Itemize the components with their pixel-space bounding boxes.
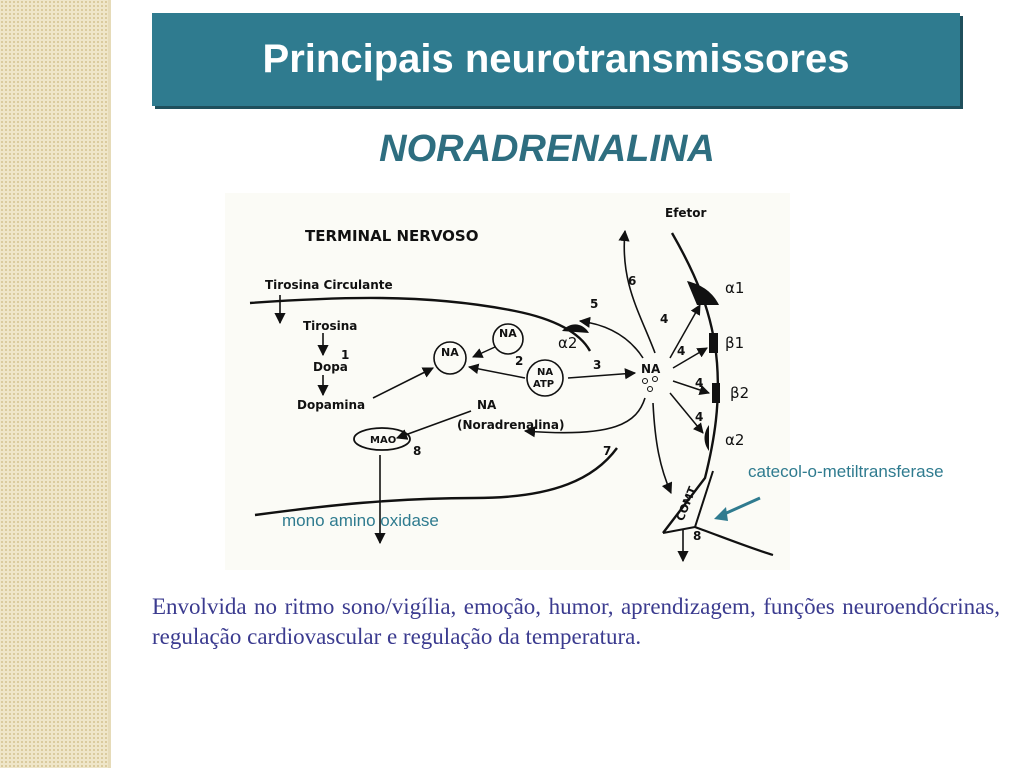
step-5: 5 — [590, 297, 598, 311]
step-4a: 4 — [660, 312, 668, 326]
label-na-cleft: NA — [641, 362, 661, 376]
na-granule — [652, 376, 658, 382]
beta2-receptor — [712, 383, 720, 403]
arrow-dopamine-to-vesicle — [372, 367, 435, 399]
na-granule — [642, 378, 648, 384]
arrow-vesicle2-to-vesicle1 — [472, 346, 496, 358]
slide-title: Principais neurotransmissores — [262, 37, 850, 81]
arrow-diffusion-6 — [618, 229, 656, 354]
arrow-atp-vesicle-inward — [467, 363, 526, 379]
label-vesicle2-na: NA — [499, 327, 517, 340]
decorative-side-band — [0, 0, 108, 768]
label-noradrenalina: (Noradrenalina) — [457, 418, 564, 432]
na-granule — [647, 386, 653, 392]
step-4b: 4 — [677, 344, 685, 358]
arrow-to-alpha2-post — [669, 392, 704, 434]
label-terminal: TERMINAL NERVOSO — [305, 227, 478, 245]
comt-callout-arrow — [721, 496, 761, 517]
label-efetor: Efetor — [665, 206, 707, 220]
step-4c: 4 — [695, 376, 703, 390]
arrow-to-beta1 — [672, 347, 708, 369]
alpha2-post-receptor — [704, 425, 709, 451]
beta1-receptor — [709, 333, 718, 353]
side-band-edge — [108, 0, 111, 768]
step-2: 2 — [515, 354, 523, 368]
arrow-to-comt — [652, 402, 673, 495]
diagram-svg: TERMINAL NERVOSO Efetor Tirosina Circula… — [249, 206, 774, 563]
label-mao: MAO — [370, 435, 396, 446]
label-beta2: β2 — [730, 384, 749, 402]
effector-membrane — [662, 232, 720, 534]
label-na-cytoplasm: NA — [477, 398, 497, 412]
arrow-to-alpha1 — [669, 304, 701, 359]
slide-subtitle: NORADRENALINA — [379, 128, 715, 170]
alpha2-presynaptic-receptor — [562, 324, 589, 333]
label-alpha2-post: α2 — [725, 431, 744, 449]
title-banner: Principais neurotransmissores — [152, 13, 960, 106]
mao-mitochondrion — [353, 427, 411, 451]
mao-annotation: mono amino oxidase — [282, 511, 439, 530]
step-1: 1 — [341, 348, 349, 362]
arrow-na-to-mao — [395, 410, 472, 440]
description-paragraph: Envolvida no ritmo sono/vigília, emoção,… — [152, 594, 1000, 649]
alpha1-receptor — [687, 281, 719, 305]
label-dopa: Dopa — [313, 360, 348, 374]
terminal-upper-membrane — [249, 296, 592, 352]
noradrenaline-synapse-diagram: TERMINAL NERVOSO Efetor Tirosina Circula… — [225, 193, 790, 570]
comt-callout-arrowhead — [714, 507, 728, 521]
label-alpha2-pre: α2 — [558, 334, 577, 352]
step-4d: 4 — [695, 410, 703, 424]
step-8-mao: 8 — [413, 444, 421, 458]
arrow-reuptake-7 — [523, 397, 646, 438]
comt-enzyme-box — [662, 470, 714, 534]
label-comt: COMT — [674, 484, 700, 523]
label-vesicle1-na: NA — [441, 346, 459, 359]
step-7: 7 — [603, 444, 611, 458]
terminal-lower-membrane — [254, 447, 618, 517]
label-vesicle-atp: ATP — [533, 379, 554, 390]
arrow-to-beta2 — [672, 380, 710, 395]
comt-annotation: catecol-o-metiltransferase — [748, 462, 944, 481]
arrow-feedback-5 — [578, 316, 644, 359]
effector-lower-membrane — [694, 525, 774, 557]
label-alpha1: α1 — [725, 279, 744, 297]
vesicle-atp — [526, 359, 564, 397]
step-8-comt: 8 — [693, 529, 701, 543]
arrow-release-3 — [567, 368, 637, 380]
step-6: 6 — [628, 274, 636, 288]
label-vesicle-atp-na: NA — [537, 367, 553, 378]
label-tirosina-circulante: Tirosina Circulante — [265, 278, 393, 292]
label-dopamina: Dopamina — [297, 398, 365, 412]
label-beta1: β1 — [725, 334, 744, 352]
vesicle-1 — [433, 341, 467, 375]
label-tirosina: Tirosina — [303, 319, 357, 333]
vesicle-2 — [492, 323, 524, 355]
step-3: 3 — [593, 358, 601, 372]
